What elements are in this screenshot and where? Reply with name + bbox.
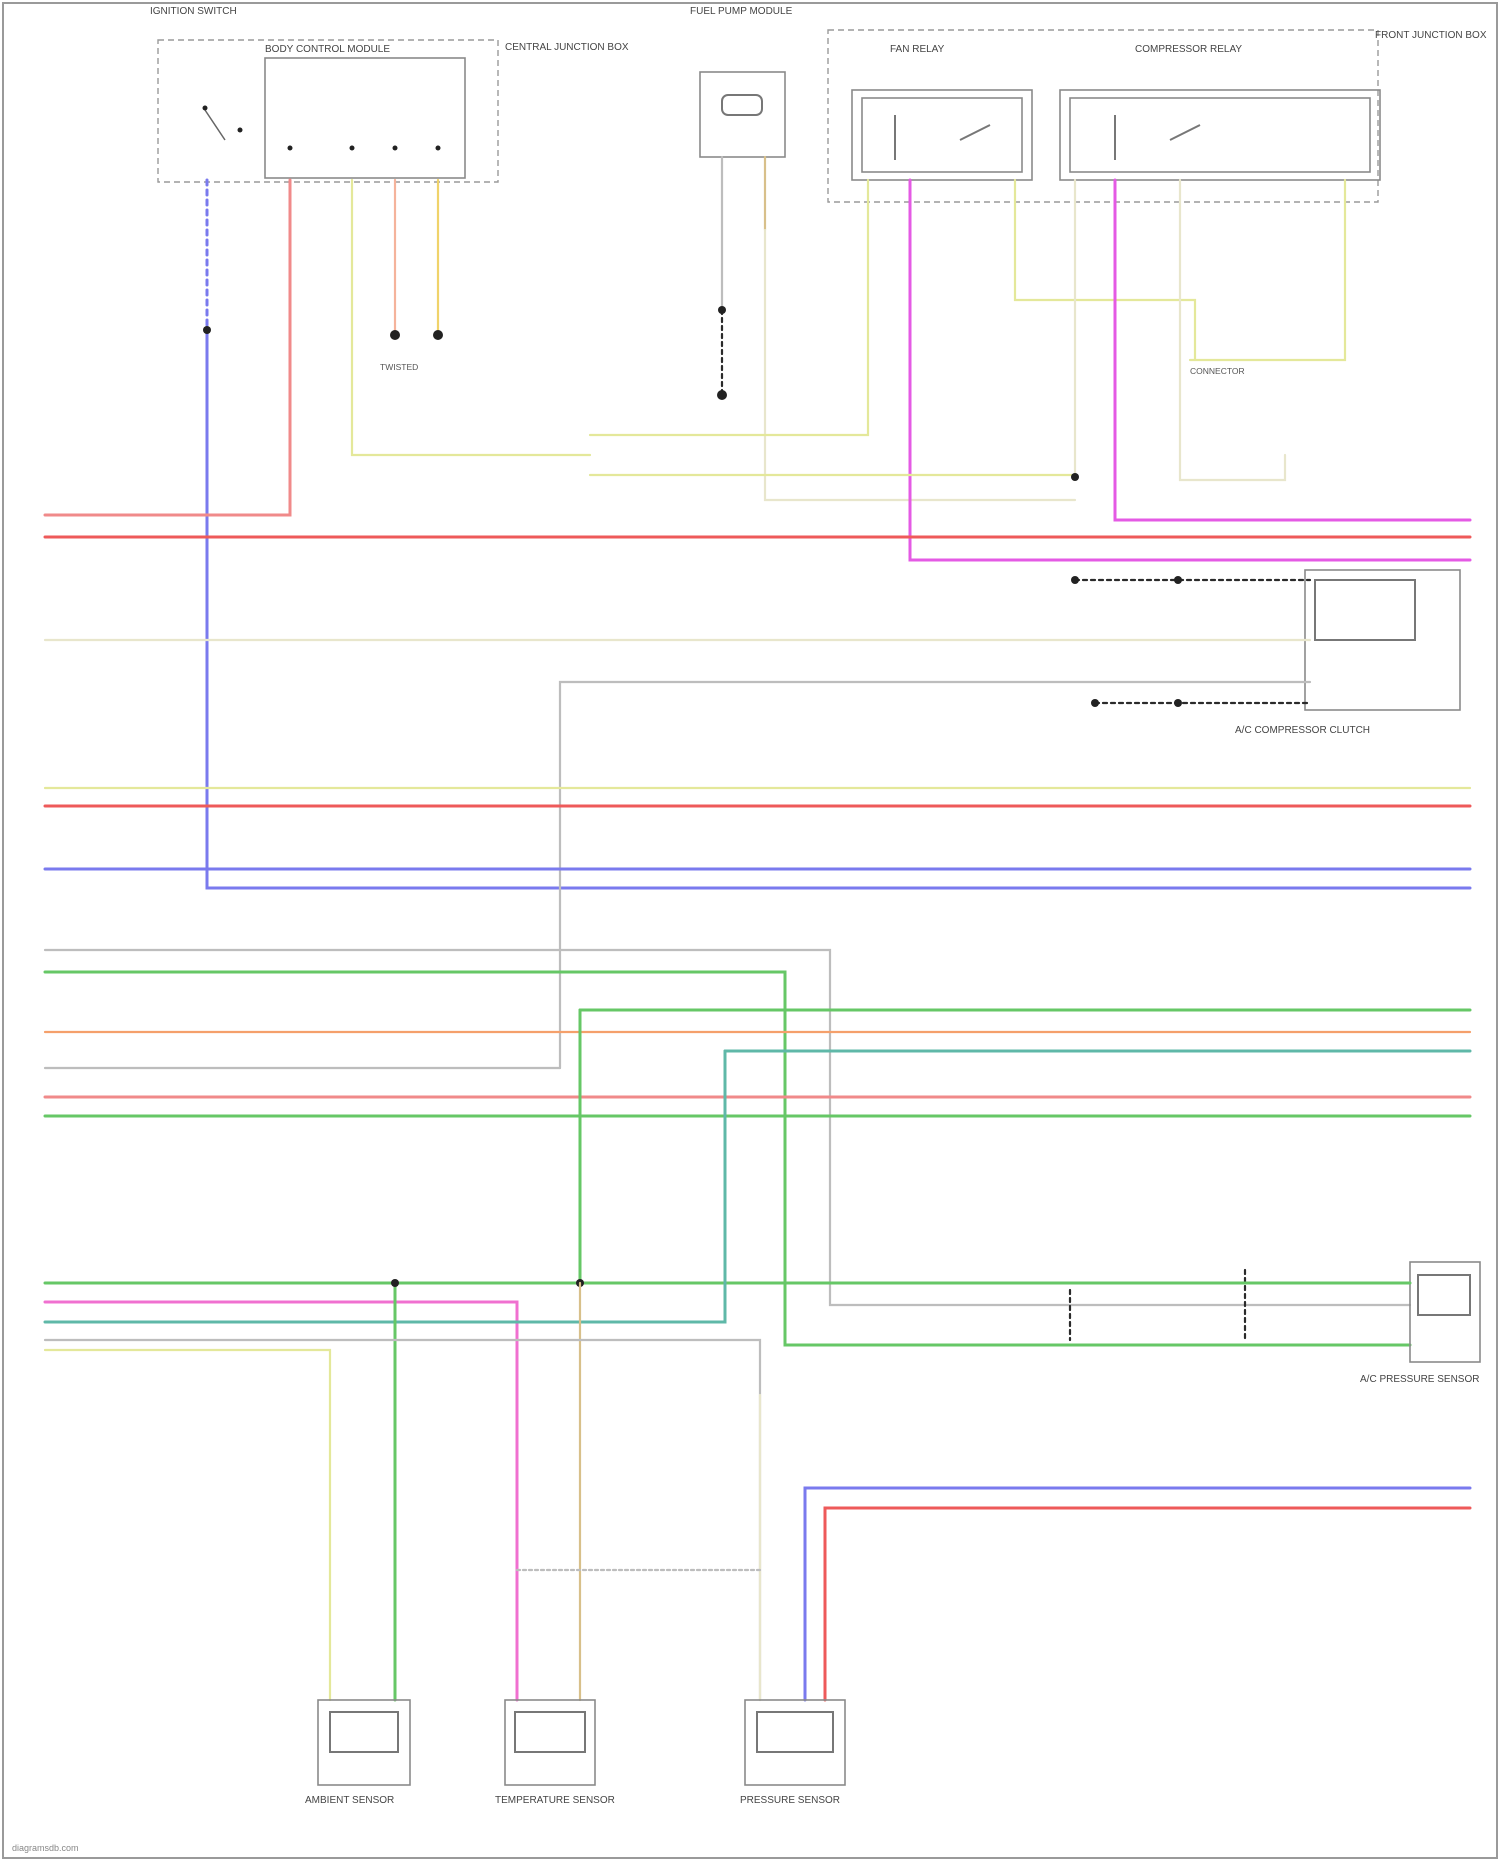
fuel-pump-module-label: FUEL PUMP MODULE bbox=[690, 6, 793, 17]
temperature-sensor-label: TEMPERATURE SENSOR bbox=[495, 1795, 615, 1806]
ambient-sensor-block: AMBIENT SENSOR bbox=[305, 1700, 410, 1806]
front-junction-box-label: FRONT JUNCTION BOX bbox=[1375, 30, 1487, 41]
svg-text:TWISTED: TWISTED bbox=[380, 362, 418, 372]
diagram-border bbox=[3, 3, 1497, 1858]
ac-pressure-sensor-label: A/C PRESSURE SENSOR bbox=[1360, 1374, 1479, 1385]
horizontal-bus-wires bbox=[45, 537, 1470, 1345]
compressor-relay-label: COMPRESSOR RELAY bbox=[1135, 44, 1242, 55]
svg-text:CONNECTOR: CONNECTOR bbox=[1190, 366, 1245, 376]
temperature-sensor-block: TEMPERATURE SENSOR bbox=[495, 1700, 615, 1806]
bcm-wires: TWISTED bbox=[45, 180, 1470, 888]
front-junction-box-block: FRONT JUNCTION BOX FAN RELAY COMPRESSOR … bbox=[828, 30, 1487, 202]
fan-relay-label: FAN RELAY bbox=[890, 44, 945, 55]
ignition-switch-label: IGNITION SWITCH bbox=[150, 6, 237, 17]
ac-compressor-clutch-block: A/C COMPRESSOR CLUTCH bbox=[560, 570, 1460, 1068]
body-control-module-label: BODY CONTROL MODULE bbox=[265, 44, 390, 55]
fuel-pump-module-block: FUEL PUMP MODULE bbox=[690, 6, 1075, 500]
pressure-sensor-block: PRESSURE SENSOR bbox=[740, 1700, 845, 1806]
ac-pressure-sensor-block: A/C PRESSURE SENSOR bbox=[1070, 1262, 1480, 1385]
footer-credit: diagramsdb.com bbox=[12, 1843, 79, 1853]
ac-compressor-clutch-label: A/C COMPRESSOR CLUTCH bbox=[1235, 725, 1370, 736]
ambient-sensor-label: AMBIENT SENSOR bbox=[305, 1795, 394, 1806]
pressure-sensor-label: PRESSURE SENSOR bbox=[740, 1795, 840, 1806]
body-control-module-block: IGNITION SWITCH BODY CONTROL MODULE CENT… bbox=[150, 6, 629, 182]
sensor-wires bbox=[45, 1010, 1470, 1700]
central-junction-box-label: CENTRAL JUNCTION BOX bbox=[505, 42, 629, 53]
